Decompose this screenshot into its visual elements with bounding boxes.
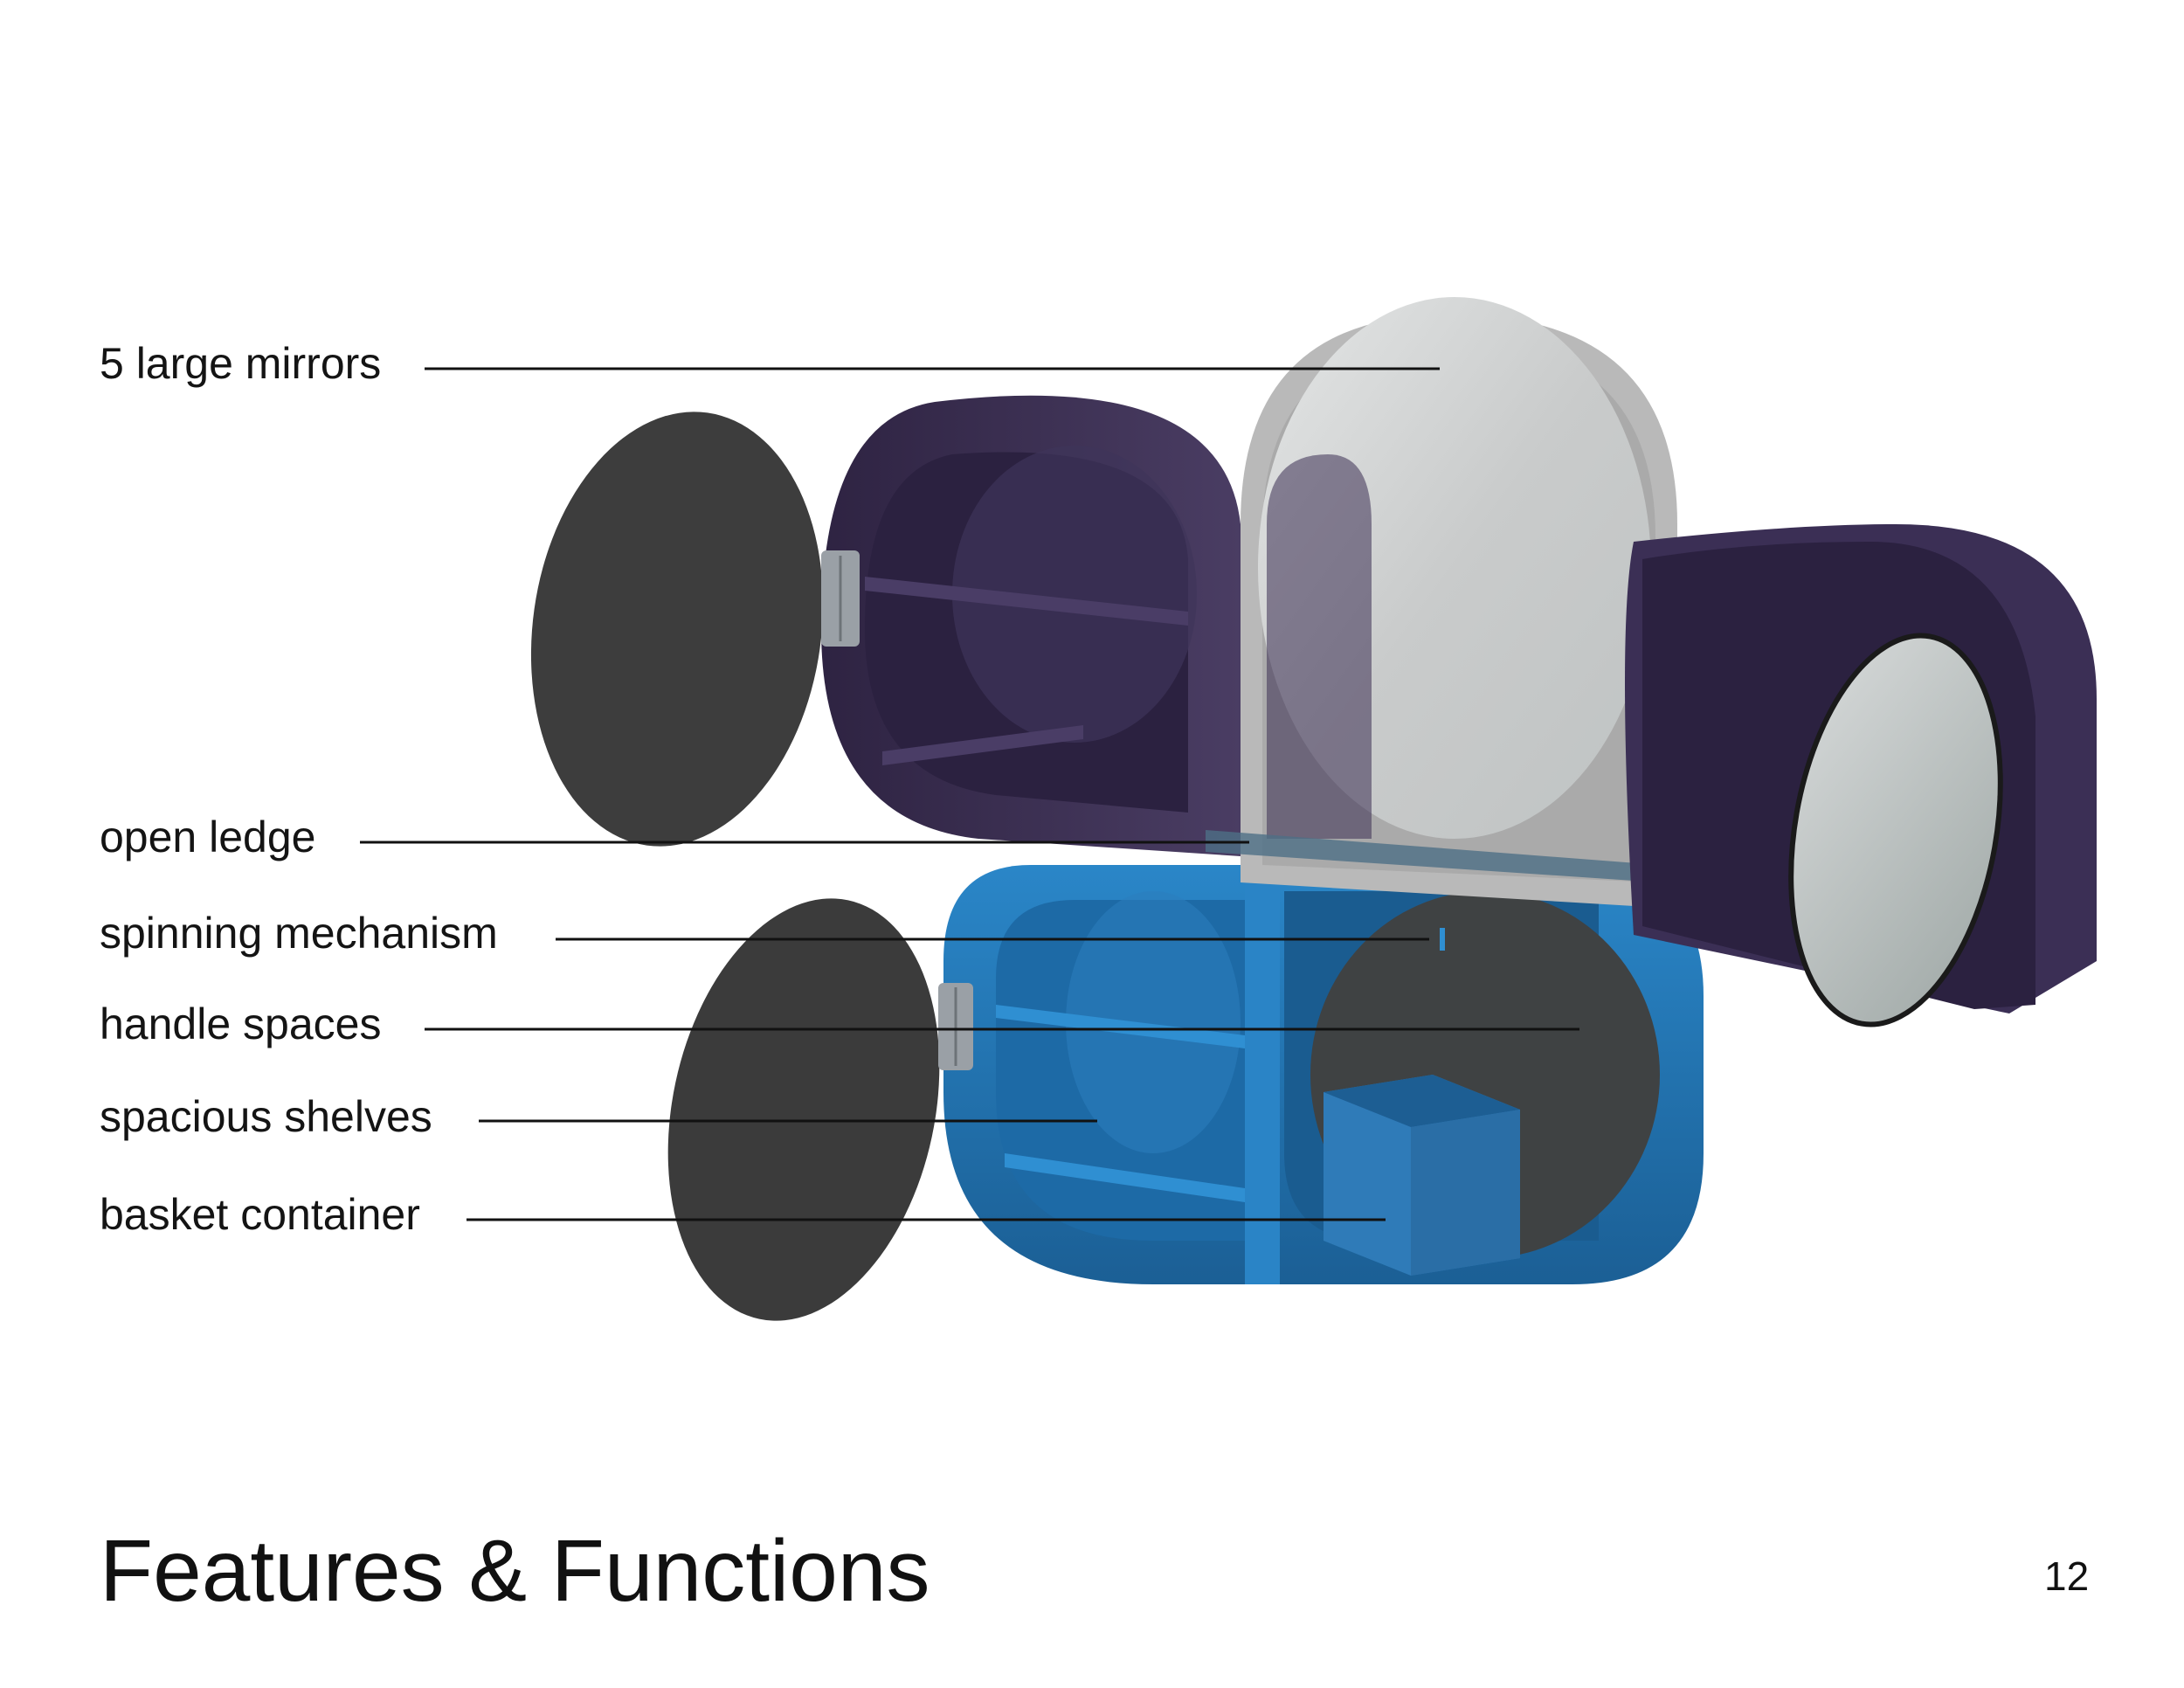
center-divider — [1245, 874, 1280, 1284]
shelf — [1005, 1153, 1245, 1202]
lower-rear-mirror — [1066, 891, 1241, 1153]
callout-handle-spaces: handle spaces — [100, 1000, 382, 1048]
open-ledge — [1206, 830, 1660, 882]
lower-blue-cabinet — [943, 865, 1704, 1284]
central-arched-mirror — [1206, 297, 1677, 909]
callout-basket-container: basket container — [100, 1190, 420, 1239]
callout-open-ledge: open ledge — [100, 813, 316, 861]
callout-spinning-mechanism: spinning mechanism — [100, 909, 498, 958]
lower-door — [667, 898, 940, 1321]
page-number: 12 — [2044, 1553, 2090, 1599]
shelf — [882, 725, 1083, 765]
leader-lines — [360, 367, 1579, 1221]
basket-side — [1411, 1110, 1520, 1276]
page-title: Features & Functions — [100, 1522, 930, 1620]
shelf — [996, 1005, 1245, 1048]
spinning-pin — [1440, 928, 1445, 951]
upper-right-round-mirror — [1791, 635, 2001, 1025]
upper-right-purple-cabinet — [1625, 524, 2097, 1027]
upper-left-purple-cabinet — [821, 395, 1241, 856]
upper-door — [530, 412, 824, 847]
upper-left-rear-mirror — [952, 446, 1197, 743]
shelf — [865, 577, 1188, 626]
callout-spacious-shelves: spacious shelves — [100, 1092, 432, 1141]
callout-mirrors: 5 large mirrors — [100, 339, 382, 388]
basket-opening — [1324, 1075, 1520, 1127]
